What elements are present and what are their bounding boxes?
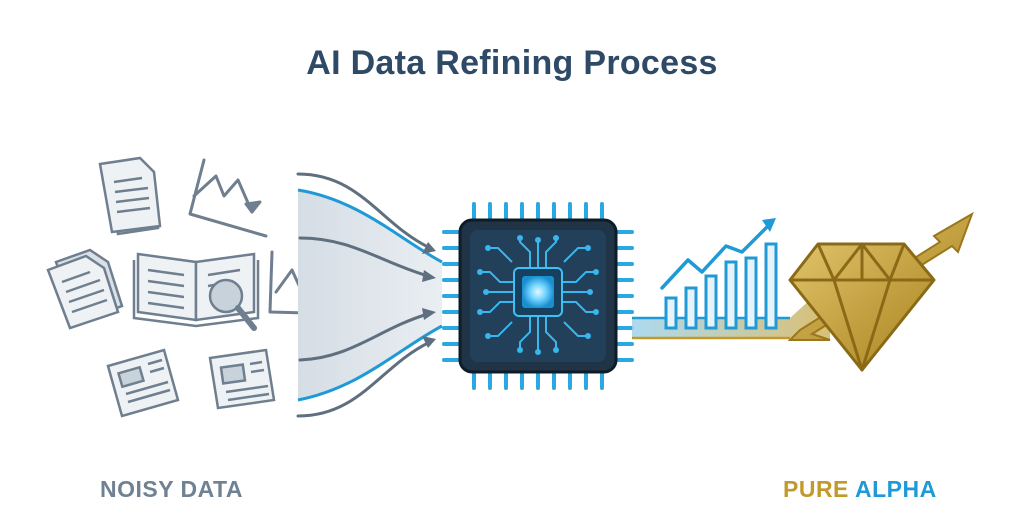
alpha-word: ALPHA [854, 476, 937, 502]
newspaper-icon [208, 348, 276, 410]
document-icon [98, 156, 162, 236]
pure-alpha-label: PURE ALPHA [783, 476, 937, 503]
newspaper-icon [106, 348, 180, 418]
diamond-icon [788, 242, 936, 372]
funnel-shape [296, 172, 443, 418]
processor-chip-icon [442, 202, 634, 390]
bar-chart-up-icon [660, 218, 778, 330]
page-title: AI Data Refining Process [306, 44, 718, 82]
line-chart-down-icon [188, 158, 268, 238]
pure-word: PURE [783, 476, 849, 502]
noisy-data-label: NOISY DATA [100, 476, 244, 502]
open-book-magnifier-icon [132, 252, 260, 331]
document-icon [46, 248, 124, 330]
